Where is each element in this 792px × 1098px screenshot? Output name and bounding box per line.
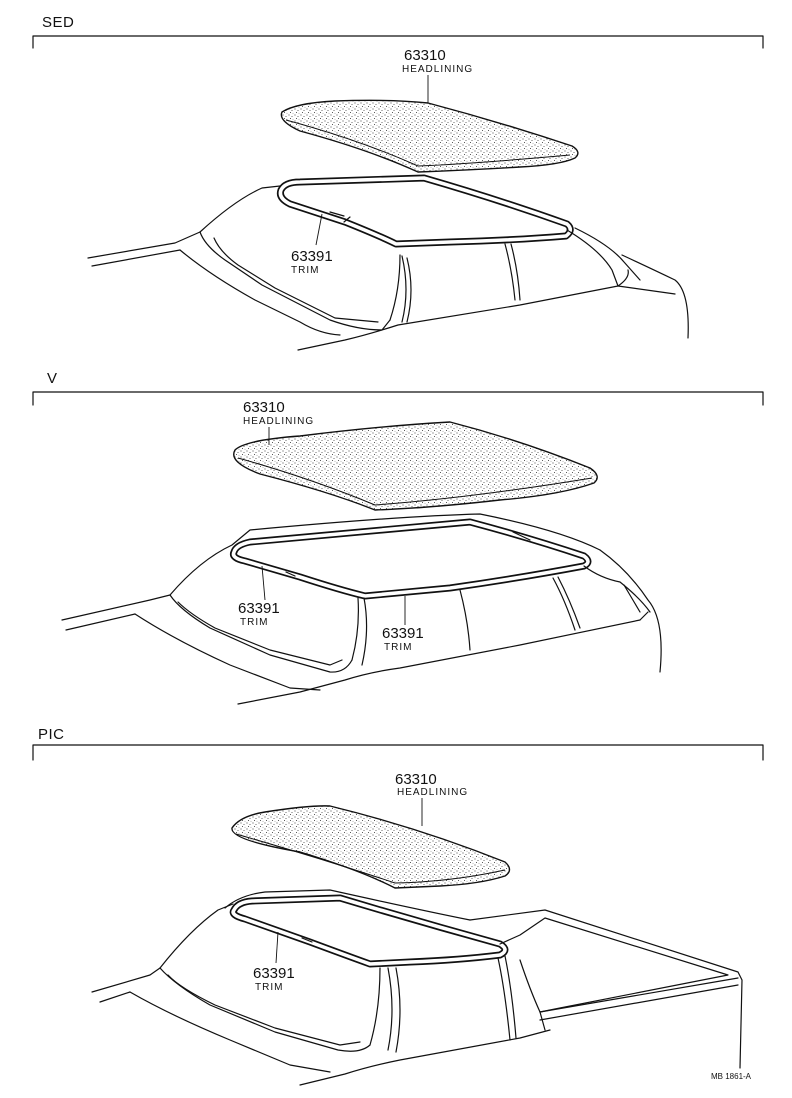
car-body-pickup (91, 889, 743, 1086)
part-name: HEADLINING (397, 787, 468, 798)
part-number: 63310 (404, 47, 446, 64)
part-name: HEADLINING (243, 416, 314, 427)
part-number: 63391 (382, 625, 424, 642)
car-body-van (61, 513, 662, 705)
part-number: 63391 (253, 965, 295, 982)
car-body-sedan (87, 185, 689, 351)
headlining-panel (231, 805, 511, 889)
part-number: 63310 (395, 771, 437, 788)
leader-line (275, 931, 279, 964)
part-name: HEADLINING (402, 64, 473, 75)
headlining-panel (233, 421, 598, 511)
part-number: 63391 (238, 600, 280, 617)
trim-frame (229, 894, 509, 968)
section-bracket (32, 35, 764, 49)
trim-frame (230, 518, 592, 600)
leader-line (261, 565, 266, 601)
section-label: SED (42, 14, 74, 31)
leader-line (315, 213, 323, 246)
part-name: TRIM (240, 617, 268, 628)
section-v: V 63310 HEADLINING 63391 TRIM 63391 TRIM (32, 370, 764, 705)
part-number: 63310 (243, 399, 285, 416)
section-sed: SED 63310 HEADLINING 63391 TRIM (32, 14, 764, 351)
section-bracket (32, 391, 764, 406)
section-label: PIC (38, 726, 65, 743)
section-bracket (32, 744, 764, 761)
section-pic: PIC 63310 HEADLINING 63391 TRIM (32, 726, 764, 1086)
headlining-panel (280, 99, 579, 173)
trim-frame (276, 174, 574, 248)
section-label: V (47, 370, 58, 387)
part-name: TRIM (255, 982, 283, 993)
part-name: TRIM (384, 642, 412, 653)
part-number: 63391 (291, 248, 333, 265)
diagram-code: MB 1861-A (711, 1072, 752, 1081)
part-name: TRIM (291, 265, 319, 276)
